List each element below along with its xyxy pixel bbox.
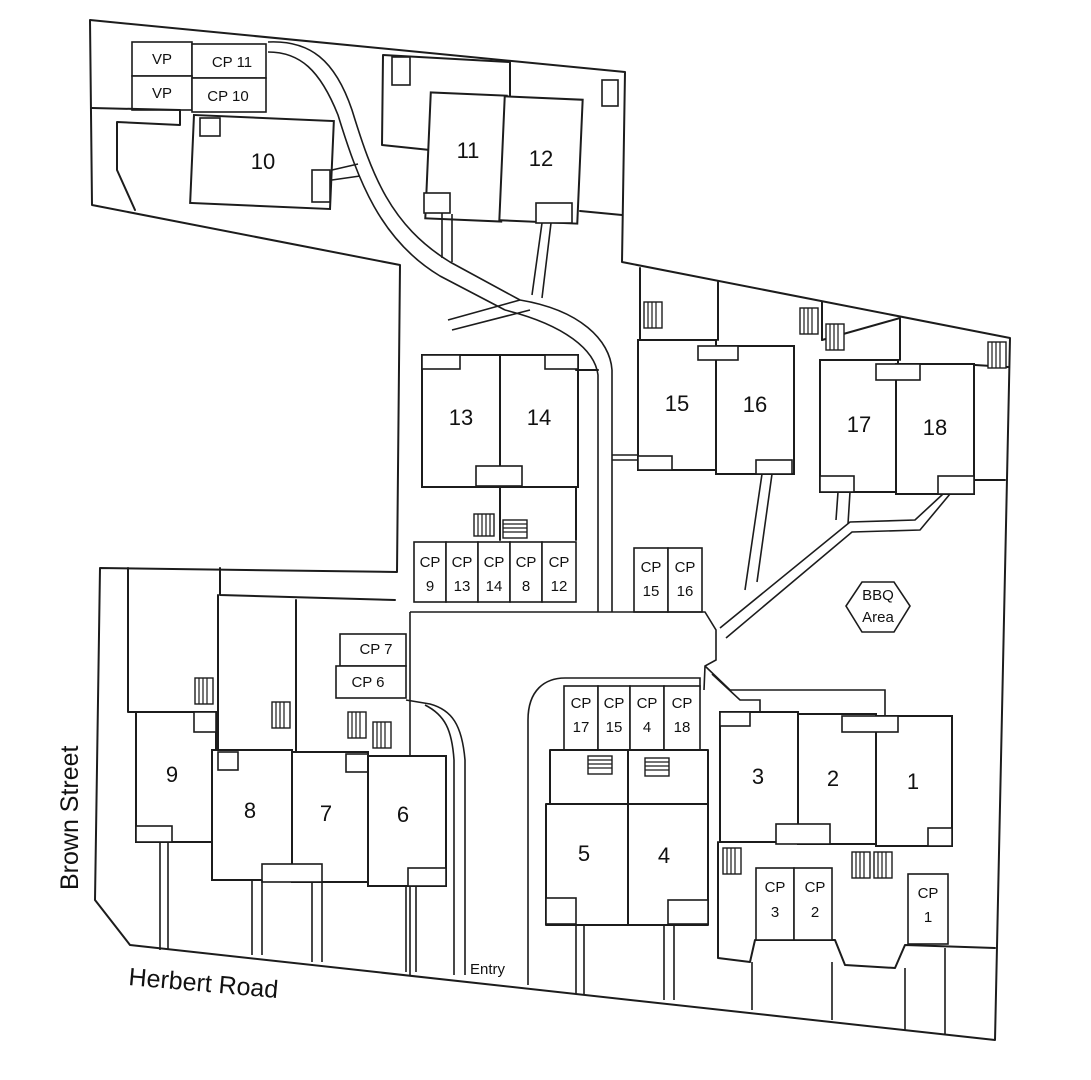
svg-text:5: 5 [578,841,590,866]
svg-text:CP: CP [637,695,658,712]
svg-text:17: 17 [847,412,871,437]
svg-text:3: 3 [771,904,779,921]
svg-text:18: 18 [923,415,947,440]
svg-text:Area: Area [862,609,894,626]
svg-text:BBQ: BBQ [862,587,894,604]
carpark-1: CP 1 [907,873,949,945]
svg-text:8: 8 [244,798,256,823]
svg-text:6: 6 [397,802,409,827]
svg-text:14: 14 [527,405,551,430]
unit-number: 10 [251,149,275,174]
svg-text:7: 7 [320,801,332,826]
unit-2: 2 [775,713,877,845]
svg-text:CP: CP [549,554,570,571]
carpark-label: CP 10 [207,88,248,105]
svg-text:13: 13 [449,405,473,430]
unit-5: 5 [578,841,590,866]
svg-text:CP 6: CP 6 [351,674,384,691]
svg-text:CP: CP [805,879,826,896]
svg-text:18: 18 [674,719,691,736]
svg-text:CP: CP [672,695,693,712]
brown-street-label: Brown Street [56,745,84,890]
svg-text:1: 1 [924,909,932,926]
visitor-parking-label: VP [152,85,172,102]
unit-10 [189,113,335,211]
svg-text:11: 11 [457,138,480,163]
carpark-label: CP 11 [212,54,252,71]
svg-text:CP: CP [516,554,537,571]
unit-1: 1 [841,715,953,847]
svg-text:CP: CP [484,554,505,571]
svg-text:1: 1 [907,769,919,794]
unit-11: 11 [423,91,508,223]
svg-text:16: 16 [743,392,767,417]
svg-text:9: 9 [426,578,434,595]
herbert-road-label: Herbert Road [127,963,279,1004]
svg-text:3: 3 [752,764,764,789]
svg-text:2: 2 [811,904,819,921]
svg-text:CP: CP [918,885,939,902]
svg-text:CP: CP [765,879,786,896]
svg-text:CP 7: CP 7 [359,641,392,658]
unit-17: 17 [819,359,899,493]
svg-text:15: 15 [643,583,660,600]
svg-text:CP: CP [641,559,662,576]
svg-text:9: 9 [166,762,178,787]
svg-text:2: 2 [827,766,839,791]
svg-text:17: 17 [573,719,590,736]
svg-text:13: 13 [454,578,471,595]
carpark-block-cp6-cp7: CP 7 CP 6 [335,633,407,699]
site-boundary [89,19,1011,1041]
carpark-row-15-16: CP 15 CP 16 [633,547,703,613]
unit-16: 16 [697,345,795,475]
svg-text:12: 12 [529,146,553,171]
unit-4: 4 [658,843,670,868]
bbq-area: BBQ Area [845,581,911,633]
carpark-block-top-left: VP CP 11 VP CP 10 [131,41,267,113]
svg-text:8: 8 [522,578,530,595]
unit-6: 6 [367,755,447,887]
svg-text:14: 14 [486,578,503,595]
unit-14: 14 [475,354,579,488]
svg-text:15: 15 [606,719,623,736]
visitor-parking-label: VP [152,51,172,68]
carpark-row-3-2: CP 3 CP 2 [755,867,833,941]
carpark-row-middle: CP 9 CP 13 CP 14 CP 8 CP 12 [413,541,577,603]
unit-9: 9 [135,711,217,843]
svg-text:12: 12 [551,578,568,595]
svg-text:15: 15 [665,391,689,416]
svg-text:4: 4 [643,719,651,736]
unit-18: 18 [875,363,975,495]
unit-15: 15 [637,339,717,471]
unit-13: 13 [421,354,501,488]
svg-text:CP: CP [604,695,625,712]
svg-text:CP: CP [420,554,441,571]
svg-text:4: 4 [658,843,670,868]
svg-text:CP: CP [452,554,473,571]
svg-text:16: 16 [677,583,694,600]
entry-label: Entry [470,961,506,978]
unit-8: 8 [211,749,293,881]
svg-text:CP: CP [571,695,592,712]
svg-text:CP: CP [675,559,696,576]
carpark-row-17-15-4-18: CP 17 CP 15 CP 4 CP 18 [563,685,701,751]
unit-12: 12 [498,95,584,225]
unit-3: 3 [719,711,799,843]
